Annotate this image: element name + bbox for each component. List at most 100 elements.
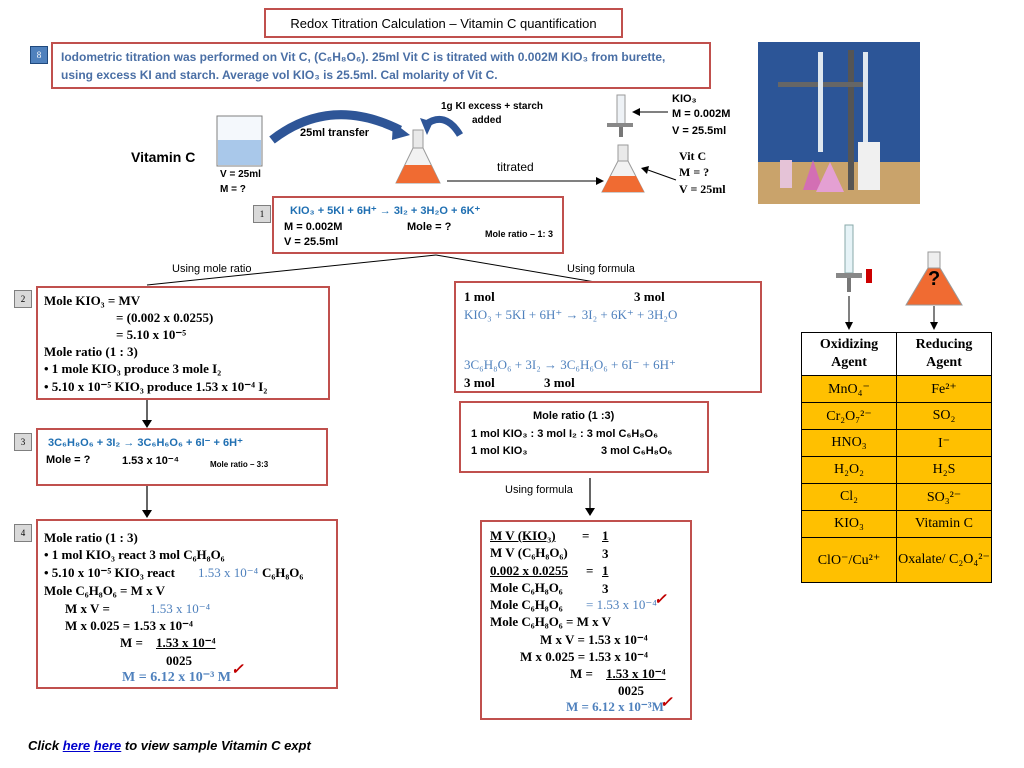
burette-icon: [836, 224, 872, 292]
reducing-cell: H₂S: [896, 456, 992, 484]
reducing-cell: SO₂: [896, 402, 992, 430]
calc-line-5b: = 1.53 x 10⁻⁴: [586, 597, 657, 612]
ki-added-label-2: added: [472, 115, 502, 126]
calc-line-4b: 3: [602, 581, 609, 596]
oxidizing-cell: H₂O₂: [801, 456, 897, 484]
kio3-volume: V = 25.5ml: [672, 125, 727, 137]
agents-row: HNO₃ I⁻: [801, 429, 992, 457]
step-4-line-2: • 1 mol KIO₃ react 3 mol C₆H₈O₆: [44, 547, 225, 562]
calc-line-9a: M =: [570, 666, 593, 681]
step-3-box: 3C₆H₈O₆ + 3I₂ → 3C₆H₆O₆ + 6I⁻ + 6H⁺ Mole…: [36, 428, 328, 486]
step-4-line-8: 0025: [166, 653, 192, 668]
step-1-number: 1: [253, 205, 271, 223]
step-2-line-3: = 5.10 x 10⁻⁵: [116, 327, 187, 342]
titrated-label: titrated: [497, 160, 534, 174]
mole-ratio-title: Mole ratio (1 :3): [533, 410, 615, 422]
formula-mol-1: 1 mol: [464, 289, 495, 304]
step-2-box: Mole KIO₃ = MV = (0.002 x 0.0255) = 5.10…: [36, 286, 330, 400]
problem-box: Iodometric titration was performed on Vi…: [51, 42, 711, 89]
unknown-question-mark: ?: [928, 268, 941, 290]
check-mark-icon: ✓: [231, 661, 244, 678]
step-4-line-3b: 1.53 x 10⁻⁴: [198, 565, 259, 580]
calc-line-1b: =: [582, 528, 590, 543]
formula-box: 1 mol 3 mol KIO₃ + 5KI + 6H⁺ → 3I₂ + 6K⁺…: [454, 281, 762, 393]
step-4-line-7b: 1.53 x 10⁻⁴: [156, 635, 216, 650]
beaker-icon: [216, 115, 263, 167]
vitc-molarity-2: M = ?: [679, 165, 710, 179]
here-link-1[interactable]: here: [62, 738, 91, 753]
using-formula-label: Using formula: [505, 484, 573, 496]
step-2-line-5: • 1 mole KIO₃ produce 3 mole I₂: [44, 361, 222, 376]
step-4-result: M = 6.12 x 10⁻³ M: [122, 670, 231, 685]
step-3-number: 3: [14, 433, 32, 451]
calc-line-2b: 3: [602, 546, 609, 561]
vitc-label-2: Vit C: [679, 149, 707, 163]
formula-mol-3: 3 mol: [634, 289, 665, 304]
step-3-ratio: Mole ratio – 3:3: [210, 460, 269, 469]
step-3-mole: Mole = ?: [46, 454, 91, 466]
problem-number: 8: [30, 46, 48, 64]
step-4-line-5b: 1.53 x 10⁻⁴: [150, 601, 211, 616]
oxidizing-header: Oxidizing Agent: [801, 332, 897, 376]
vitamin-c-label: Vitamin C: [131, 149, 196, 165]
calc-line-1a: M V (KIO₃): [490, 528, 556, 543]
calc-line-5a: Mole C₆H₈O₆: [490, 597, 563, 612]
agents-row: Cr₂O₇²⁻ SO₂: [801, 402, 992, 430]
oxidizing-cell: ClO⁻/Cu²⁺: [801, 537, 897, 583]
reducing-cell: Fe²⁺: [896, 375, 992, 403]
step-1-ratio: Mole ratio – 1: 3: [485, 229, 554, 239]
mole-ratio-line-2b: 3 mol C₆H₈O₆: [601, 445, 673, 457]
agents-header-row: Oxidizing Agent Reducing Agent: [801, 332, 992, 376]
branch-right-label: Using formula: [567, 263, 635, 275]
step-4-line-4: Mole C₆H₈O₆ = M x V: [44, 583, 166, 598]
formula-equation-2: 3C₆H₈O₆ + 3I₂ → 3C₆H₆O₆ + 6I⁻ + 6H⁺: [464, 357, 676, 372]
agents-row: MnO₄⁻ Fe²⁺: [801, 375, 992, 403]
flask-icon: [905, 251, 963, 306]
branch-left-label: Using mole ratio: [172, 263, 252, 275]
agents-row: Cl₂ SO₃²⁻: [801, 483, 992, 511]
transfer-label: 25ml transfer: [300, 127, 370, 139]
step-4-line-3c: C₆H₈O₆: [262, 565, 304, 580]
step-2-line-1: Mole KIO₃ = MV: [44, 293, 141, 308]
step-4-number: 4: [14, 524, 32, 542]
step-1-molarity: M = 0.002M: [284, 221, 343, 233]
calc-line-2a: M V (C₆H₈O₆): [490, 545, 568, 560]
oxidizing-cell: MnO₄⁻: [801, 375, 897, 403]
calc-line-8: M x 0.025 = 1.53 x 10⁻⁴: [520, 649, 648, 664]
reducing-cell: Vitamin C: [896, 510, 992, 538]
here-link-2[interactable]: here: [93, 738, 122, 753]
step-4-line-6: M x 0.025 = 1.53 x 10⁻⁴: [65, 618, 193, 633]
oxidizing-cell: HNO₃: [801, 429, 897, 457]
titration-photo: [758, 42, 920, 204]
kio3-molarity: M = 0.002M: [672, 108, 731, 120]
mole-ratio-line-1: 1 mol KIO₃ : 3 mol I₂ : 3 mol C₆H₈O₆: [471, 428, 659, 440]
step-2-line-4: Mole ratio (1 : 3): [44, 344, 138, 359]
calc-result: M = 6.12 x 10⁻³M: [566, 699, 664, 714]
title-box: Redox Titration Calculation – Vitamin C …: [264, 8, 623, 38]
step-3-value: 1.53 x 10⁻⁴: [122, 455, 180, 467]
step-1-box: KIO₃ + 5KI + 6H⁺ → 3I₂ + 3H₂O + 6K⁺ M = …: [272, 196, 564, 254]
step-4-line-5a: M x V =: [65, 601, 110, 616]
oxidizing-cell: Cl₂: [801, 483, 897, 511]
page-title: Redox Titration Calculation – Vitamin C …: [290, 16, 597, 31]
burette-icon: [607, 94, 633, 137]
flask-icon: [601, 144, 645, 193]
problem-line-1: Iodometric titration was performed on Vi…: [61, 50, 666, 64]
agents-row: H₂O₂ H₂S: [801, 456, 992, 484]
reducing-cell: Oxalate/ C₂O₄²⁻: [896, 537, 992, 583]
step-2-line-2: = (0.002 x 0.0255): [116, 310, 214, 325]
oxidizing-cell: Cr₂O₇²⁻: [801, 402, 897, 430]
agents-row: KIO₃ Vitamin C: [801, 510, 992, 538]
formula-mol-3b: 3 mol: [464, 375, 495, 390]
check-mark-icon: ✓: [654, 591, 667, 608]
calc-line-6: Mole C₆H₈O₆ = M x V: [490, 614, 612, 629]
agents-table: Oxidizing Agent Reducing Agent MnO₄⁻ Fe²…: [801, 332, 992, 583]
step-1-equation: KIO₃ + 5KI + 6H⁺ → 3I₂ + 3H₂O + 6K⁺: [290, 205, 481, 217]
formula-calc-box: M V (KIO₃) = 1 M V (C₆H₈O₆) 3 0.002 x 0.…: [480, 520, 692, 720]
step-1-mole: Mole = ?: [407, 221, 452, 233]
calc-line-9b: 1.53 x 10⁻⁴: [606, 666, 666, 681]
beaker-molarity: M = ?: [220, 184, 246, 195]
formula-equation-1: KIO₃ + 5KI + 6H⁺ → 3I₂ + 6K⁺ + 3H₂O: [464, 307, 678, 322]
beaker-volume: V = 25ml: [220, 169, 261, 180]
step-4-line-1: Mole ratio (1 : 3): [44, 530, 138, 545]
